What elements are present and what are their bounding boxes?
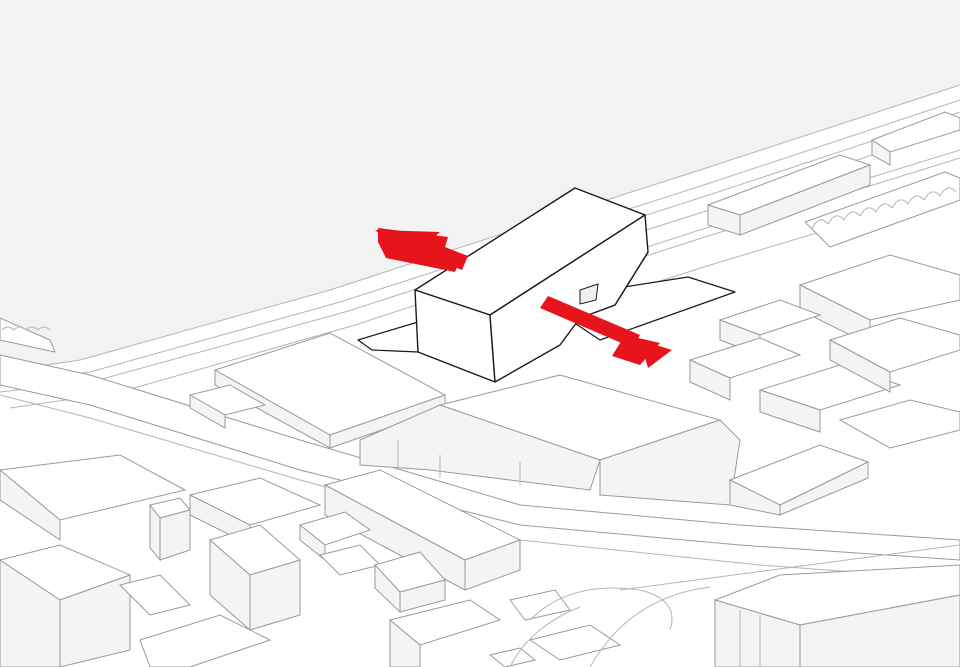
- local-streets: [509, 544, 960, 667]
- arrow-right-tip: [640, 340, 672, 368]
- right-building-cluster: [688, 254, 960, 516]
- river-edge-structure: [0, 317, 56, 353]
- riverside-blocks: [706, 111, 960, 236]
- lower-middle-buildings: [298, 469, 622, 667]
- arrow-left-shaft: [400, 232, 468, 270]
- connection-arrows: [375, 228, 672, 368]
- station-canopy: [804, 171, 960, 248]
- warehouse-block-left: [188, 332, 447, 449]
- central-block: [359, 374, 741, 506]
- lower-right-complex: [713, 564, 960, 667]
- arrow-right: [540, 296, 640, 348]
- plinth-wing-left: [357, 321, 419, 353]
- river-area: [0, 0, 960, 372]
- hero-void: [579, 283, 599, 305]
- lower-left-neighborhood: [0, 454, 322, 667]
- hero-fold-line: [579, 251, 649, 319]
